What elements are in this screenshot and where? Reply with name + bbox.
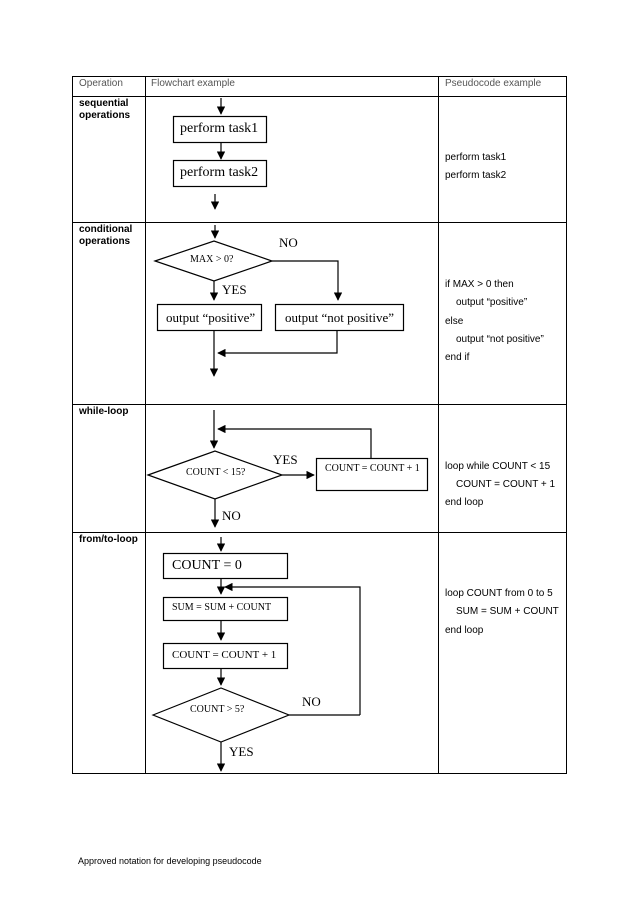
while-box-label: COUNT = COUNT + 1 xyxy=(325,463,420,474)
cond-no-label: NO xyxy=(279,235,298,250)
while-pseudocode-line-2: COUNT = COUNT + 1 xyxy=(456,479,556,490)
cond-box-no-label: output “not positive” xyxy=(285,310,395,325)
while-loop-back-arrow xyxy=(217,424,372,458)
cond-box-no xyxy=(274,303,405,332)
seq-pseudocode-line-1: perform task1 xyxy=(445,152,507,163)
row-conditional-label-line2: operations xyxy=(79,236,131,247)
header-operation: Operation xyxy=(79,78,123,89)
fromto-decision-diamond xyxy=(151,687,291,743)
seq-box-2 xyxy=(172,159,268,188)
cond-decision-label: MAX > 0? xyxy=(190,254,234,265)
seq-box-1-label: perform task1 xyxy=(180,121,259,136)
cond-pseudocode-line-1: if MAX > 0 then xyxy=(445,279,514,290)
fromto-decision-label: COUNT > 5? xyxy=(190,704,245,715)
while-box xyxy=(315,457,429,492)
fromto-pseudocode-line-2: SUM = SUM + COUNT xyxy=(456,606,559,617)
cond-box-yes xyxy=(156,303,263,332)
row-while-label: while-loop xyxy=(79,406,129,417)
seq-box-2-label: perform task2 xyxy=(180,165,259,180)
cond-pseudocode-line-4: output “not positive” xyxy=(456,334,544,345)
header-pseudocode: Pseudocode example xyxy=(445,78,542,89)
cond-box-yes-label: output “positive” xyxy=(166,310,256,325)
while-no-label: NO xyxy=(222,508,241,523)
fromto-box-init xyxy=(162,552,289,580)
fromto-no-label: NO xyxy=(302,694,321,709)
cond-pseudocode-line-5: end if xyxy=(445,352,470,363)
fromto-box-sum-label: SUM = SUM + COUNT xyxy=(172,602,272,613)
seq-box-1 xyxy=(172,115,268,144)
fromto-loop-back-arrow xyxy=(224,582,361,715)
row-fromto-label: from/to-loop xyxy=(79,534,138,545)
while-pseudocode-line-3: end loop xyxy=(445,497,484,508)
fromto-pseudocode-line-3: end loop xyxy=(445,625,484,636)
cond-no-arrow xyxy=(272,260,343,301)
row-sequential-label-line2: operations xyxy=(79,110,131,121)
table-border xyxy=(72,76,567,774)
fromto-pseudocode-line-1: loop COUNT from 0 to 5 xyxy=(445,588,553,599)
while-pseudocode-line-1: loop while COUNT < 15 xyxy=(445,461,551,472)
row-sequential-label-line1: sequential xyxy=(79,98,129,109)
page-footer: Approved notation for developing pseudoc… xyxy=(78,856,262,866)
while-yes-label: YES xyxy=(273,452,298,467)
fromto-box-init-label: COUNT = 0 xyxy=(172,558,242,573)
seq-pseudocode-line-2: perform task2 xyxy=(445,170,507,181)
fromto-box-inc xyxy=(162,642,289,670)
fromto-yes-label: YES xyxy=(229,744,254,759)
fromto-box-sum xyxy=(162,596,289,622)
header-flowchart: Flowchart example xyxy=(151,78,235,89)
cond-pseudocode-line-2: output “positive” xyxy=(456,297,528,308)
while-decision-label: COUNT < 15? xyxy=(186,467,246,478)
cond-yes-label: YES xyxy=(222,282,247,297)
row-conditional-label-line1: conditional xyxy=(79,224,133,235)
cond-pseudocode-line-3: else xyxy=(445,316,464,327)
cond-merge-arrow xyxy=(217,331,338,358)
fromto-box-inc-label: COUNT = COUNT + 1 xyxy=(172,649,277,661)
